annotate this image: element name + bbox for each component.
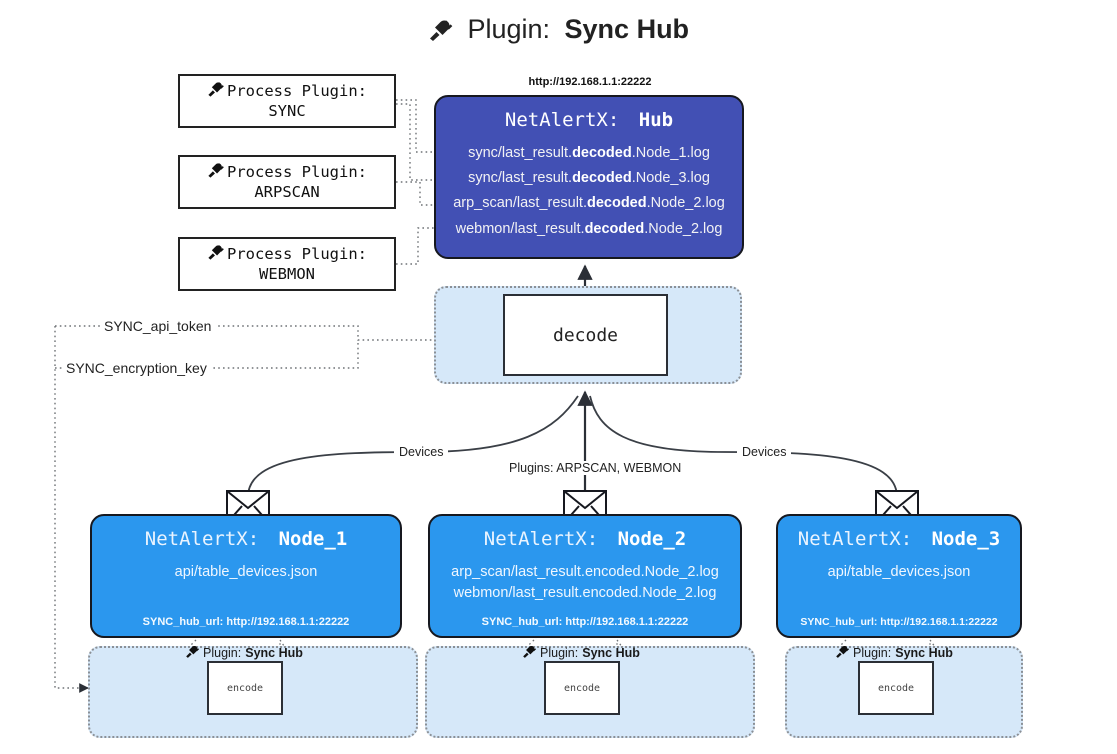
node-title-name: Node_1: [278, 528, 348, 550]
node-line: arp_scan/last_result.encoded.Node_2.log: [451, 564, 719, 580]
page-title-name: Sync Hub: [564, 14, 690, 44]
plug-icon: [207, 244, 225, 265]
process-plugin-label: Process Plugin:: [227, 162, 367, 181]
log-em: decoded: [572, 170, 632, 187]
hub-log-1: sync/last_result.decoded.Node_1.log: [436, 141, 742, 166]
hub-title-name: Hub: [638, 109, 674, 131]
plug-icon: [428, 17, 462, 47]
hub-title-prefix: NetAlertX:: [504, 109, 620, 131]
node-title: NetAlertX: Node_2: [430, 528, 740, 550]
plug-icon: [185, 645, 200, 661]
node-line: webmon/last_result.encoded.Node_2.log: [453, 585, 717, 601]
plug-icon: [522, 645, 537, 661]
plug-icon: [835, 645, 850, 661]
process-plugin-webmon[interactable]: Process Plugin: WEBMON: [178, 237, 396, 291]
hub-title: NetAlertX: Hub: [436, 109, 742, 131]
hub-url-label: http://192.168.1.1:22222: [528, 76, 652, 88]
log-post: .Node_3.log: [631, 170, 710, 187]
encode-box-node-1[interactable]: encode: [207, 661, 283, 715]
node-box-node-3[interactable]: NetAlertX: Node_3 api/table_devices.json…: [776, 514, 1022, 638]
hub-log-3: arp_scan/last_result.decoded.Node_2.log: [436, 191, 742, 216]
log-em: decoded: [572, 145, 632, 161]
plugin-tag-name: Sync Hub: [245, 646, 303, 660]
node-title-name: Node_2: [617, 528, 687, 550]
process-plugin-label: Process Plugin:: [227, 244, 367, 263]
process-plugin-sync[interactable]: Process Plugin: SYNC: [178, 74, 396, 128]
node-footer: SYNC_hub_url: http://192.168.1.1:22222: [481, 616, 689, 628]
process-plugin-name: ARPSCAN: [254, 183, 320, 201]
decode-box[interactable]: decode: [503, 294, 668, 376]
log-post: .Node_2.log: [644, 220, 723, 237]
hub-log-2: sync/last_result.decoded.Node_3.log: [436, 166, 742, 191]
edge-label-devices-right: Devices: [737, 445, 792, 459]
encode-box-node-2[interactable]: encode: [544, 661, 620, 715]
log-em: decoded: [584, 220, 645, 237]
log-pre: sync/last_result.: [468, 145, 573, 161]
process-plugin-arpscan[interactable]: Process Plugin: ARPSCAN: [178, 155, 396, 209]
node-line: api/table_devices.json: [174, 564, 318, 580]
node-line: api/table_devices.json: [827, 564, 971, 580]
page-title-prefix: Plugin:: [467, 14, 551, 44]
node-box-node-2[interactable]: NetAlertX: Node_2 arp_scan/last_result.e…: [428, 514, 742, 638]
plug-icon: [207, 162, 225, 183]
plugin-tag-node-1: Plugin: Sync Hub: [185, 645, 303, 661]
log-em: decoded: [586, 195, 647, 212]
log-pre: webmon/last_result.: [455, 220, 585, 237]
process-plugin-label: Process Plugin:: [227, 81, 367, 100]
log-pre: sync/last_result.: [468, 170, 573, 187]
node-box-node-1[interactable]: NetAlertX: Node_1 api/table_devices.json…: [90, 514, 402, 638]
plugin-tag-node-3: Plugin: Sync Hub: [835, 645, 953, 661]
plugin-tag-prefix: Plugin:: [540, 646, 579, 660]
edge-label-devices-left: Devices: [394, 445, 449, 459]
hub-log-4: webmon/last_result.decoded.Node_2.log: [436, 217, 742, 242]
node-footer: SYNC_hub_url: http://192.168.1.1:22222: [800, 616, 998, 628]
node-footer: SYNC_hub_url: http://192.168.1.1:22222: [142, 616, 350, 628]
encode-box-node-3[interactable]: encode: [858, 661, 934, 715]
node-title: NetAlertX: Node_1: [92, 528, 400, 550]
edge-label-plugins-middle: Plugins: ARPSCAN, WEBMON: [504, 461, 687, 475]
node-title-name: Node_3: [931, 528, 1001, 550]
plugin-tag-node-2: Plugin: Sync Hub: [522, 645, 640, 661]
plugin-tag-name: Sync Hub: [895, 646, 953, 660]
page-title: Plugin: Sync Hub: [0, 14, 1117, 48]
plugin-tag-prefix: Plugin:: [203, 646, 242, 660]
sync-api-token-label: SYNC_api_token: [100, 318, 216, 334]
node-title-prefix: NetAlertX:: [483, 528, 599, 550]
process-plugin-name: WEBMON: [259, 265, 315, 283]
process-plugin-name: SYNC: [268, 102, 306, 120]
log-post: .Node_2.log: [646, 195, 725, 212]
log-pre: arp_scan/last_result.: [453, 195, 587, 212]
node-title-prefix: NetAlertX:: [797, 528, 913, 550]
plug-icon: [207, 81, 225, 102]
plugin-tag-name: Sync Hub: [582, 646, 640, 660]
plugin-tag-prefix: Plugin:: [853, 646, 892, 660]
node-title: NetAlertX: Node_3: [778, 528, 1020, 550]
hub-node[interactable]: NetAlertX: Hub sync/last_result.decoded.…: [434, 95, 744, 259]
log-post: .Node_1.log: [631, 145, 710, 161]
sync-encryption-key-label: SYNC_encryption_key: [62, 360, 211, 376]
node-title-prefix: NetAlertX:: [144, 528, 260, 550]
